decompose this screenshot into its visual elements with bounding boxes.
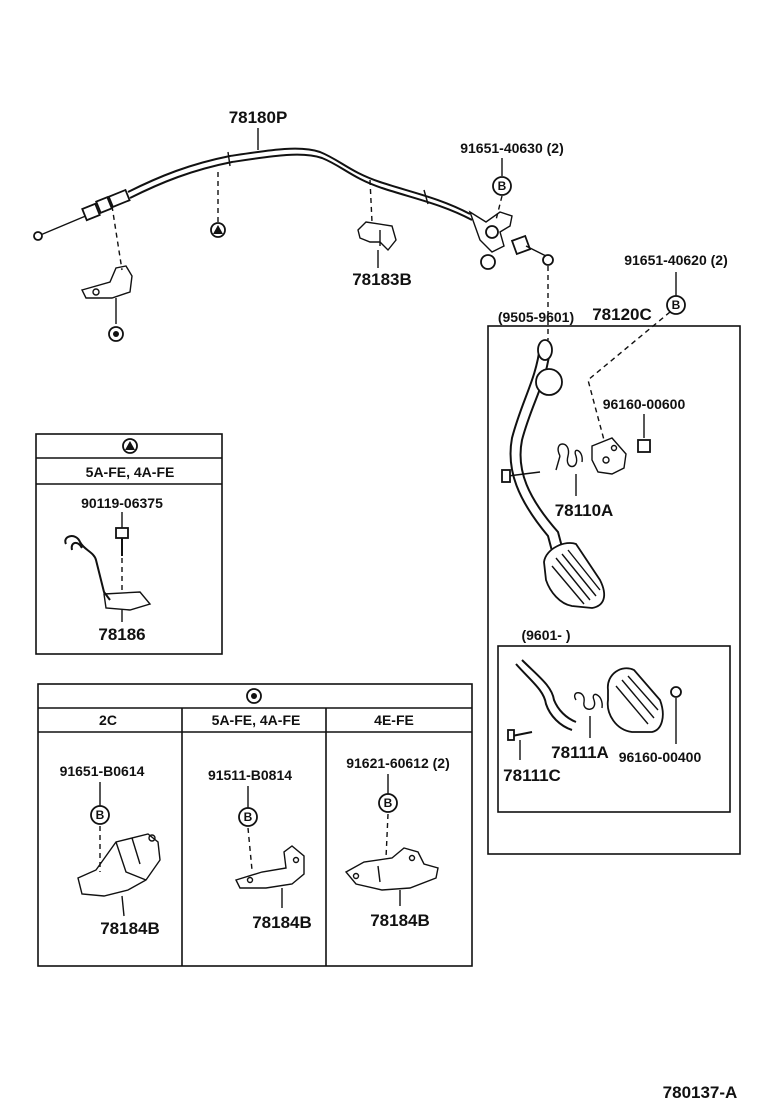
triangle-marker-icon	[122, 438, 138, 454]
label-box1-part: 78186	[98, 625, 145, 644]
pin-b	[507, 729, 533, 741]
pedal-bracket	[591, 437, 627, 475]
bolt-marker-col2: B	[238, 807, 258, 827]
label-col1-engine: 2C	[99, 712, 117, 728]
label-pin-b: 78111C	[503, 766, 561, 785]
label-col1-part: 78184B	[100, 919, 160, 938]
figure-code: 780137-A	[663, 1083, 738, 1102]
cable-clip	[357, 221, 397, 252]
bracket-col3	[344, 847, 439, 891]
svg-text:B: B	[672, 298, 681, 312]
bracket-col1	[77, 833, 161, 897]
nut-b	[670, 686, 682, 698]
svg-text:B: B	[384, 796, 393, 810]
cable-bracket	[80, 265, 133, 299]
label-cable: 78180P	[229, 108, 288, 127]
bolt-marker-col3: B	[378, 793, 398, 813]
pedal-new-frame	[497, 645, 731, 813]
label-clip: 78183B	[352, 270, 412, 289]
spring-a	[555, 443, 583, 471]
label-col2-part: 78184B	[252, 913, 312, 932]
label-spring-a: 78110A	[555, 501, 614, 520]
label-col1-bolt: 91651-B0614	[60, 763, 145, 779]
circle-marker-icon	[246, 688, 262, 704]
bolt-marker-top: B	[492, 176, 512, 196]
label-box1-bolt: 90119-06375	[81, 495, 163, 511]
nut-a	[637, 439, 651, 453]
svg-text:B: B	[96, 808, 105, 822]
svg-text:B: B	[244, 810, 253, 824]
label-pedal-assy: 78120C	[592, 305, 652, 324]
box-triangle-variant: 5A-FE, 4A-FE 90119-06375 78186	[35, 433, 223, 655]
label-col2-bolt: 91511-B0814	[208, 767, 292, 783]
spring-b	[574, 692, 603, 710]
bolt-marker-col1: B	[90, 805, 110, 825]
label-range-a: (9505-9601)	[498, 309, 574, 325]
label-col3-bolt: 91621-60612 (2)	[346, 755, 450, 771]
accelerator-cable	[33, 147, 554, 270]
accelerator-pedal-old	[509, 339, 606, 609]
circle-marker-icon	[108, 326, 124, 342]
pedal-assembly-frame	[487, 325, 741, 855]
accelerator-pedal-new	[515, 659, 664, 733]
svg-text:B: B	[498, 179, 507, 193]
label-nut-a: 96160-00600	[603, 396, 686, 412]
label-bolt-right: 91651-40620 (2)	[624, 252, 728, 268]
bracket-col2	[235, 845, 305, 889]
label-col3-engine: 4E-FE	[374, 712, 414, 728]
label-box1-engine: 5A-FE, 4A-FE	[86, 464, 175, 480]
box-circle-variant: 2C 5A-FE, 4A-FE 4E-FE 91651-B0614 B 7818…	[37, 683, 473, 967]
label-bolt-top: 91651-40630 (2)	[460, 140, 564, 156]
triangle-marker-icon	[210, 222, 226, 238]
bolt-marker-right: B	[666, 295, 686, 315]
label-range-b: (9601- )	[521, 627, 570, 643]
label-col3-part: 78184B	[370, 911, 430, 930]
label-col2-engine: 5A-FE, 4A-FE	[212, 712, 301, 728]
label-nut-b: 96160-00400	[619, 749, 702, 765]
label-spring-b: 78111A	[551, 743, 609, 762]
